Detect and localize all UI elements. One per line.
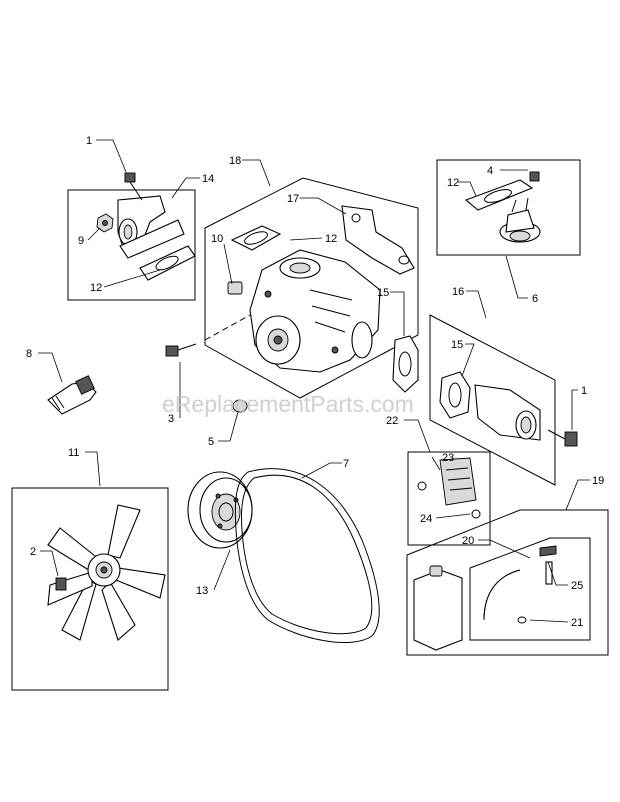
callout-16: 16: [452, 286, 464, 298]
callout-4: 4: [487, 165, 493, 177]
callout-9: 9: [78, 235, 84, 247]
callout-21: 21: [571, 617, 583, 629]
bolt-5: [232, 399, 248, 413]
callout-10: 10: [211, 233, 223, 245]
callout-12-center: 12: [325, 233, 337, 245]
callout-18: 18: [229, 155, 241, 167]
bolt-1-left: [124, 172, 143, 201]
gasket-15: [392, 335, 419, 393]
callout-15-center: 15: [377, 287, 389, 299]
callout-25: 25: [571, 580, 583, 592]
callout-1-right: 1: [581, 385, 587, 397]
callout-3: 3: [168, 413, 174, 425]
group-19-box: [406, 509, 609, 656]
callout-14: 14: [202, 173, 214, 185]
callout-12-left: 12: [90, 282, 102, 294]
callout-5: 5: [208, 436, 214, 448]
callout-19: 19: [592, 475, 604, 487]
belt-7: [234, 468, 380, 643]
callout-12-right: 12: [447, 177, 459, 189]
group-11-box: [11, 487, 169, 691]
callout-8: 8: [26, 348, 32, 360]
callout-11: 11: [68, 447, 79, 459]
callout-20: 20: [462, 535, 474, 547]
callout-24: 24: [420, 513, 432, 525]
callout-17: 17: [287, 193, 299, 205]
callout-7: 7: [343, 458, 349, 470]
group-14-box: [67, 189, 196, 301]
leader-lines: [38, 139, 590, 623]
callout-labels: 1 14 9 12 18 17 10 12 15 16 15 1 4 12 6 …: [26, 135, 604, 629]
bolt-3: [165, 343, 197, 357]
group-22-box: [407, 451, 491, 546]
callout-23: 23: [442, 452, 454, 464]
callout-2: 2: [30, 546, 36, 558]
callout-13: 13: [196, 585, 208, 597]
group-6-box: [436, 159, 581, 256]
bolt-1-right: [547, 429, 578, 447]
group-16-box: [429, 314, 556, 486]
sensor-8: [47, 375, 97, 415]
callout-22: 22: [386, 415, 398, 427]
callout-15-right: 15: [451, 339, 463, 351]
callout-6: 6: [532, 293, 538, 305]
watermark-text: eReplacementParts.com: [162, 391, 414, 417]
group-18-box: [204, 177, 419, 399]
callout-1-left: 1: [86, 135, 92, 147]
